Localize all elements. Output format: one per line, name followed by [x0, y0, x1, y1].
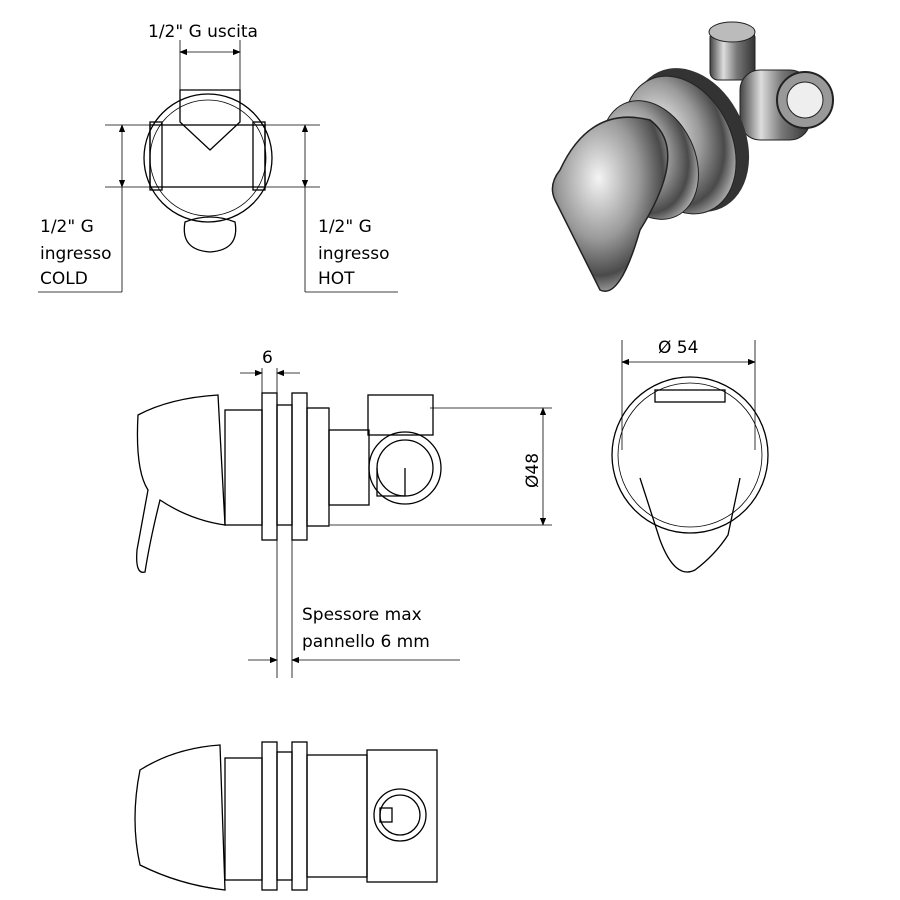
hot-size: 1/2" G: [318, 217, 372, 237]
top-view: 1/2" G uscita 1/2" G ingresso COLD 1/2" …: [38, 22, 398, 293]
front-diameter: Ø 54: [658, 338, 698, 358]
side-view: 6 Ø48 Spessore max pannello 6 mm: [136, 348, 552, 678]
bottom-view: [134, 741, 438, 891]
panel-note-line1: Spessore max: [302, 605, 422, 625]
cold-word: ingresso: [40, 244, 111, 264]
body-diameter: Ø48: [523, 453, 543, 488]
cold-label: COLD: [40, 269, 88, 289]
cold-size: 1/2" G: [40, 217, 94, 237]
front-view: Ø 54: [611, 338, 769, 573]
hot-label: HOT: [318, 269, 355, 289]
panel-dimension: 6: [262, 348, 273, 368]
panel-note-line2: pannello 6 mm: [302, 632, 430, 652]
hot-word: ingresso: [318, 244, 389, 264]
outlet-label: 1/2" G uscita: [148, 22, 258, 42]
valve-3d-render: [551, 21, 834, 292]
